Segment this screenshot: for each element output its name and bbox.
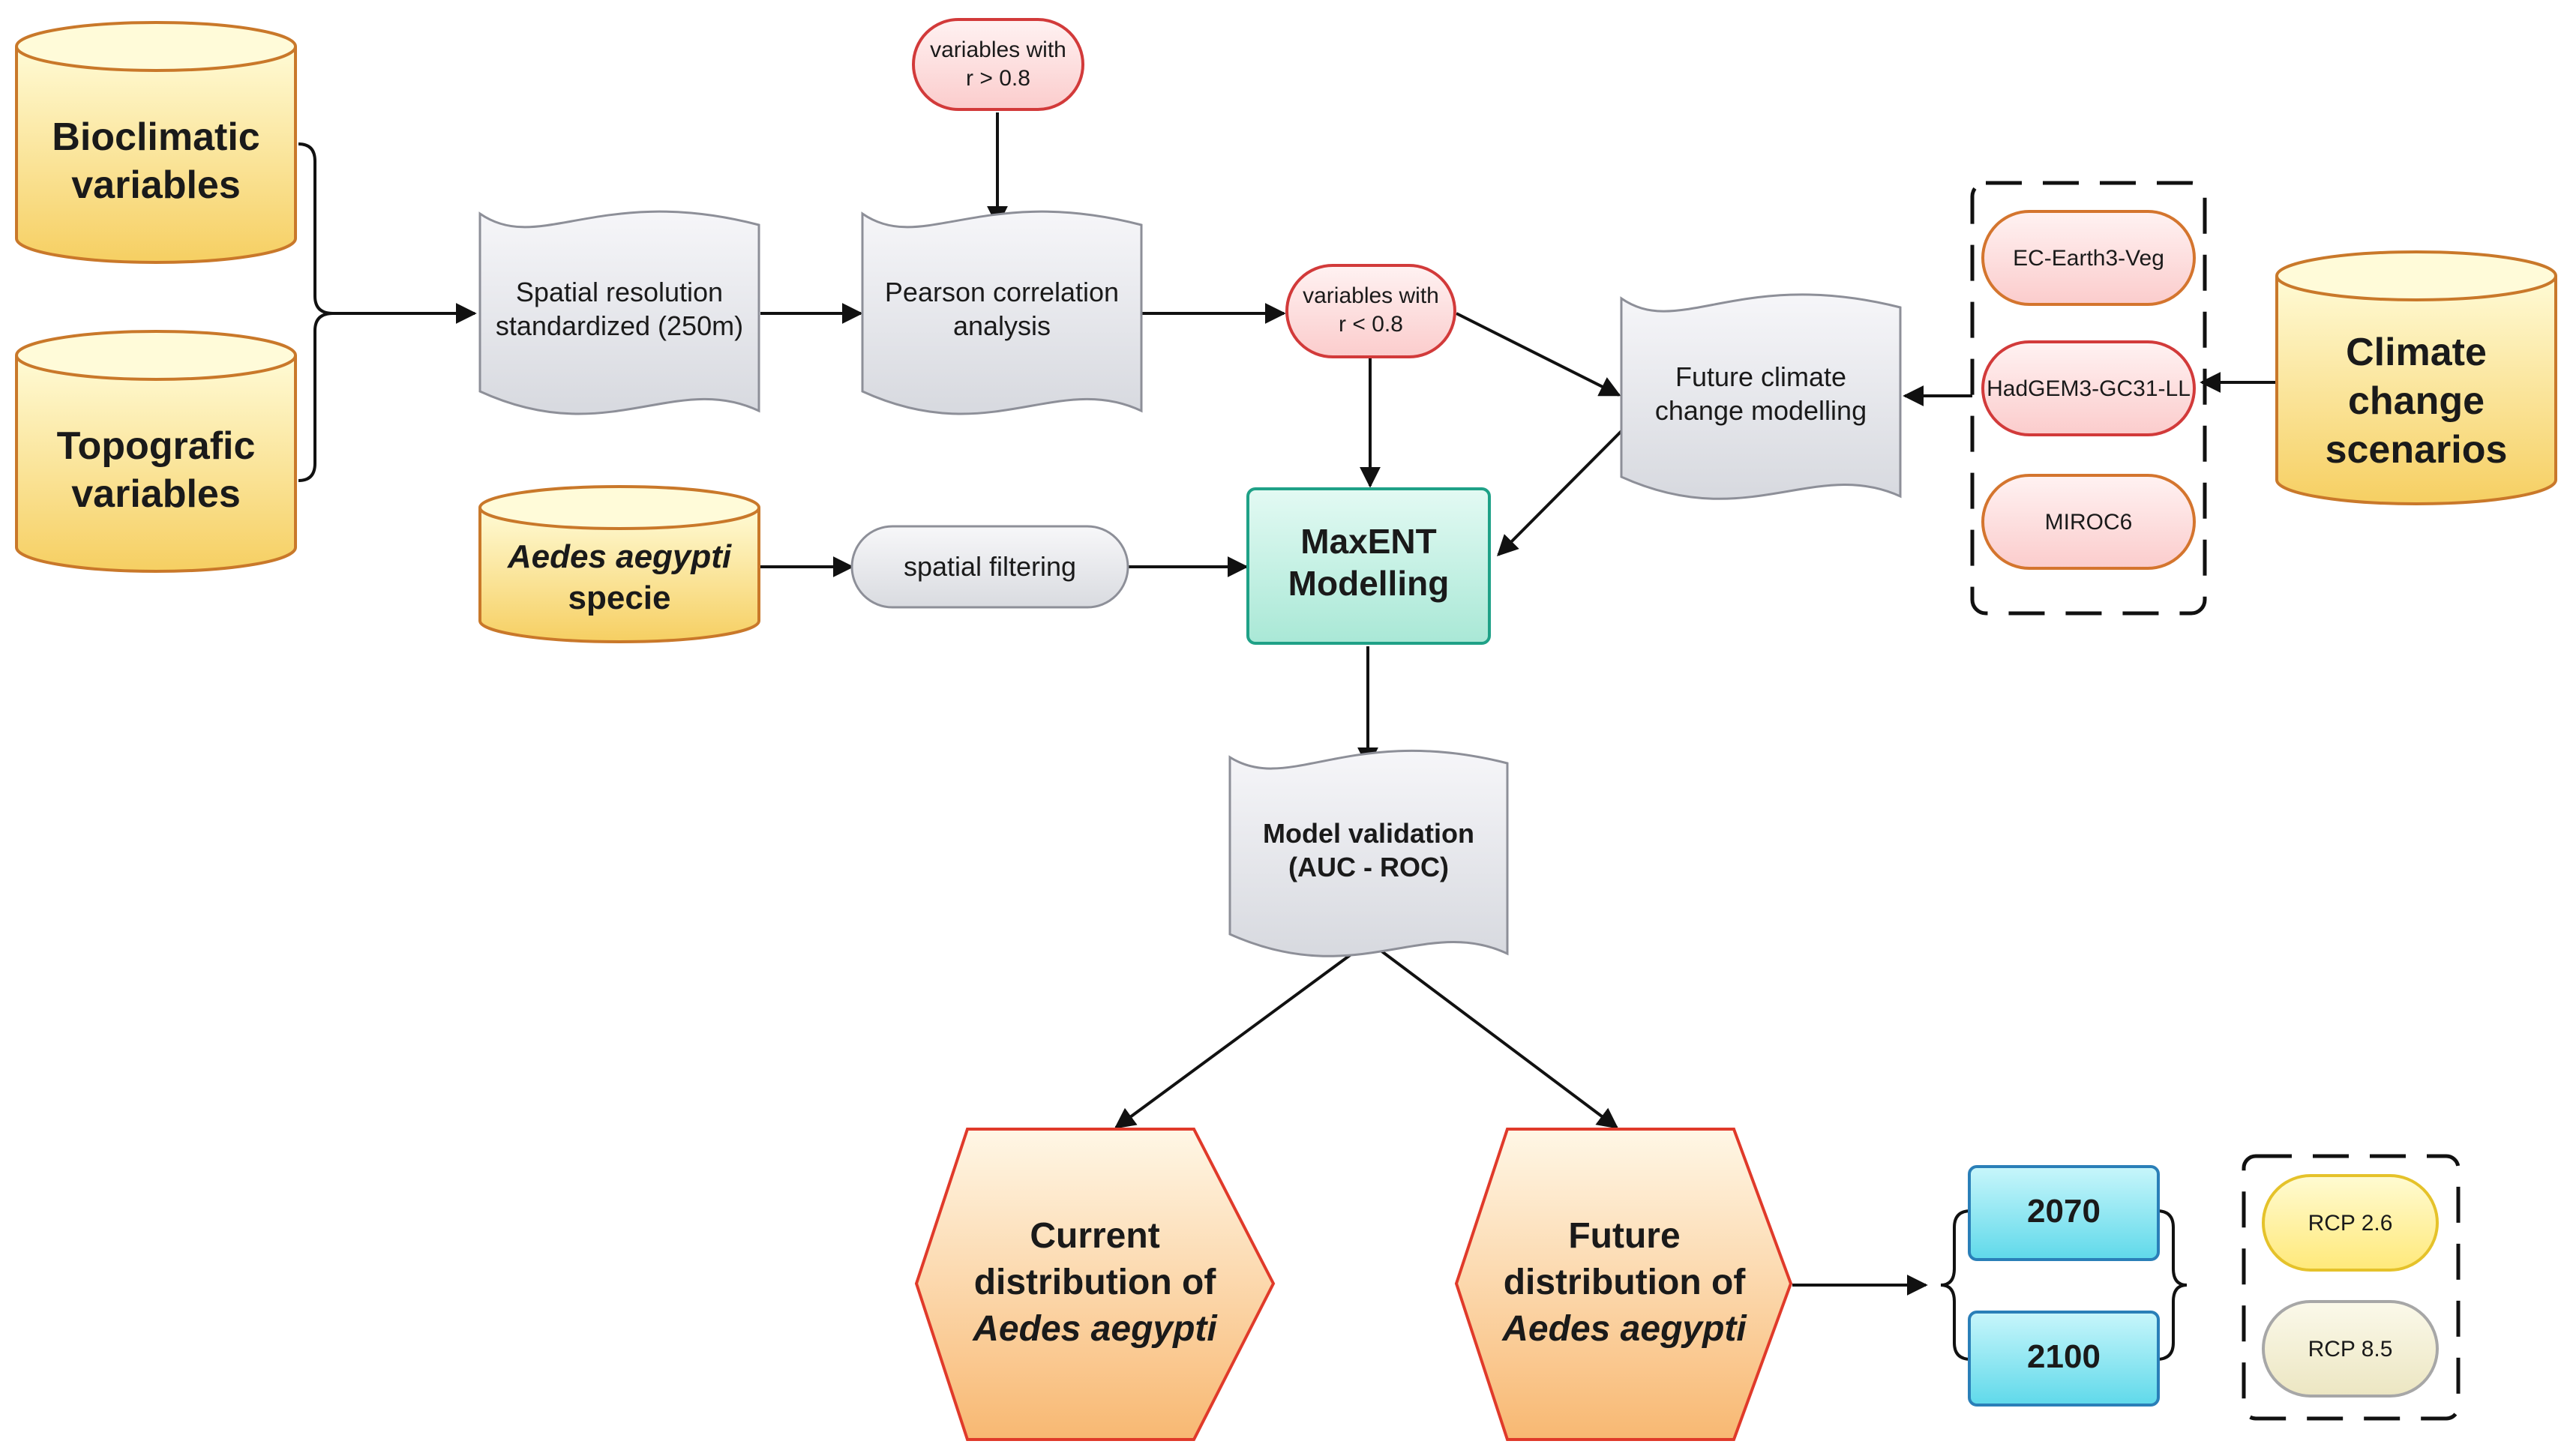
- pearson-label-1: Pearson correlation: [885, 277, 1119, 307]
- rcp-8-5: RCP 8.5: [2262, 1300, 2439, 1398]
- year-label-1: 2070: [2027, 1193, 2101, 1230]
- future-modelling-label-2: change modelling: [1655, 395, 1867, 426]
- species-label-2: specie: [568, 580, 671, 616]
- bioclimatic-label-1: Bioclimatic: [52, 115, 259, 159]
- gcm-ec-earth3-veg: EC-Earth3-Veg: [1981, 210, 2196, 306]
- bioclimatic-label-2: variables: [71, 163, 241, 207]
- topografic-label-1: Topografic: [57, 424, 256, 468]
- step-spatial-filtering: spatial filtering: [850, 525, 1129, 609]
- low-corr-label-2: r < 0.8: [1339, 312, 1403, 337]
- species-label-1: Aedes aegypti: [507, 538, 732, 575]
- year-2100: 2100: [1968, 1311, 2160, 1407]
- current-label-1: Current: [1030, 1216, 1159, 1256]
- validation-label-2: (AUC - ROC): [1288, 852, 1449, 882]
- database-topografic: Topografic variables: [15, 330, 297, 573]
- rcp-group: RCP 2.6 RCP 8.5: [2242, 1154, 2461, 1421]
- input-brace: [298, 142, 334, 482]
- arrow-validation-to-future: [1369, 942, 1619, 1129]
- scenarios-label-2: change: [2348, 379, 2485, 423]
- gcm-label-2: HadGEM3-GC31-LL: [1987, 376, 2191, 401]
- document-future-modelling: Future climate change modelling: [1620, 293, 1902, 500]
- document-model-validation: Model validation (AUC - ROC): [1228, 749, 1509, 957]
- database-species: Aedes aegypti specie: [478, 485, 760, 643]
- output-future-distribution: Future distribution of Aedes aegypti: [1454, 1128, 1793, 1441]
- arrow-validation-to-current: [1114, 942, 1368, 1129]
- terminal-low-correlation: variables with r < 0.8: [1285, 264, 1456, 358]
- future-label-3: Aedes aegypti: [1501, 1309, 1747, 1349]
- future-label-1: Future: [1568, 1216, 1680, 1256]
- resolution-label-1: Spatial resolution: [516, 277, 723, 307]
- maxent-label-2: Modelling: [1288, 564, 1450, 603]
- year-2070: 2070: [1968, 1165, 2160, 1261]
- maxent-label-1: MaxENT: [1300, 522, 1436, 561]
- years-left-brace: [1940, 1209, 1972, 1361]
- rcp-label-1: RCP 2.6: [2308, 1211, 2393, 1236]
- connectors: [298, 112, 2280, 1361]
- arrow-lowcorr-to-future-modelling: [1456, 312, 1621, 397]
- gcm-hadgem3: HadGEM3-GC31-LL: [1981, 340, 2196, 436]
- document-pearson: Pearson correlation analysis: [861, 210, 1143, 415]
- terminal-high-correlation: variables with r > 0.8: [912, 18, 1084, 111]
- current-label-3: Aedes aegypti: [972, 1309, 1218, 1349]
- years-right-brace: [2156, 1209, 2188, 1361]
- high-corr-label-2: r > 0.8: [966, 66, 1030, 91]
- rcp-2-6: RCP 2.6: [2262, 1174, 2439, 1272]
- scenarios-label-1: Climate: [2346, 331, 2487, 374]
- high-corr-label-1: variables with: [930, 37, 1066, 62]
- year-label-2: 2100: [2027, 1338, 2101, 1375]
- gcm-label-1: EC-Earth3-Veg: [2013, 246, 2164, 271]
- topografic-label-2: variables: [71, 472, 241, 516]
- gcm-group: EC-Earth3-Veg HadGEM3-GC31-LL MIROC6: [1970, 181, 2207, 616]
- pearson-label-2: analysis: [953, 310, 1051, 341]
- database-bioclimatic: Bioclimatic variables: [15, 21, 297, 264]
- document-spatial-resolution: Spatial resolution standardized (250m): [478, 210, 760, 415]
- output-current-distribution: Current distribution of Aedes aegypti: [914, 1128, 1276, 1441]
- scenarios-label-3: scenarios: [2326, 428, 2508, 472]
- resolution-label-2: standardized (250m): [496, 310, 743, 341]
- arrow-future-modelling-to-maxent: [1497, 427, 1625, 556]
- validation-label-1: Model validation: [1263, 818, 1474, 849]
- database-climate-scenarios: Climate change scenarios: [2275, 250, 2557, 505]
- current-label-2: distribution of: [974, 1263, 1217, 1302]
- rcp-label-2: RCP 8.5: [2308, 1337, 2393, 1362]
- spatial-filtering-label: spatial filtering: [904, 551, 1076, 582]
- maxent-modelling: MaxENT Modelling: [1246, 487, 1491, 645]
- future-modelling-label-1: Future climate: [1675, 361, 1846, 392]
- gcm-miroc6: MIROC6: [1981, 474, 2196, 570]
- low-corr-label-1: variables with: [1303, 283, 1439, 308]
- future-label-2: distribution of: [1504, 1263, 1747, 1302]
- gcm-label-3: MIROC6: [2045, 510, 2133, 535]
